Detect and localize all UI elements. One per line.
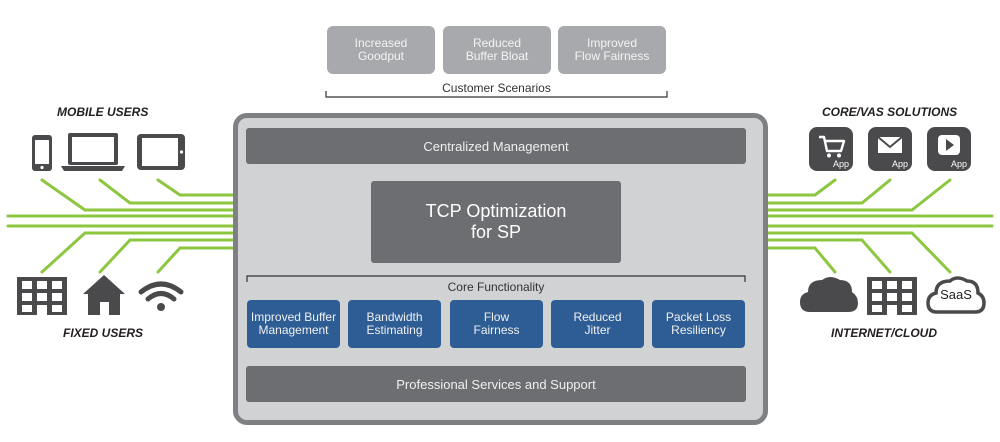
core-flow-fairness: Flow Fairness <box>450 300 543 348</box>
house-icon <box>83 275 125 315</box>
fixed-users-title: FIXED USERS <box>63 326 144 340</box>
internet-cloud-title: INTERNET/CLOUD <box>831 326 937 340</box>
centralized-management-bar: Centralized Management <box>246 128 746 164</box>
cart-app-icon: App <box>809 127 853 171</box>
scenario-improved-flow-fairness: Improved Flow Fairness <box>558 26 666 74</box>
laptop-icon <box>61 133 125 171</box>
phone-icon <box>32 135 52 171</box>
core-bracket <box>246 275 746 282</box>
core-vas-title: CORE/VAS SOLUTIONS <box>822 105 958 119</box>
mobile-users-title: MOBILE USERS <box>57 105 149 119</box>
core-functionality-label: Core Functionality <box>439 280 553 294</box>
core-bandwidth-estimating: Bandwidth Estimating <box>348 300 441 348</box>
core-reduced-jitter: Reduced Jitter <box>551 300 644 348</box>
app-label: App <box>832 159 849 169</box>
wifi-icon <box>138 281 184 311</box>
building-icon <box>17 277 67 315</box>
saas-cloud-icon: SaaS <box>925 272 987 316</box>
customer-scenarios-label: Customer Scenarios <box>434 81 559 95</box>
mail-app-icon: App <box>868 127 912 171</box>
cloud-building-icon <box>867 277 917 315</box>
app-label: App <box>950 159 967 169</box>
cloud-icon <box>800 277 858 312</box>
play-app-icon: App <box>927 127 971 171</box>
tablet-icon <box>137 134 185 170</box>
core-packet-loss-resiliency: Packet Loss Resiliency <box>652 300 745 348</box>
app-label: App <box>891 159 908 169</box>
scenario-increased-goodput: Increased Goodput <box>327 26 435 74</box>
scenarios-bracket <box>325 91 668 98</box>
core-improved-buffer-management: Improved Buffer Management <box>247 300 340 348</box>
tcp-optimization-box: TCP Optimization for SP <box>371 181 621 263</box>
saas-label: SaaS <box>940 287 972 302</box>
professional-services-bar: Professional Services and Support <box>246 366 746 402</box>
scenario-reduced-buffer-bloat: Reduced Buffer Bloat <box>443 26 551 74</box>
